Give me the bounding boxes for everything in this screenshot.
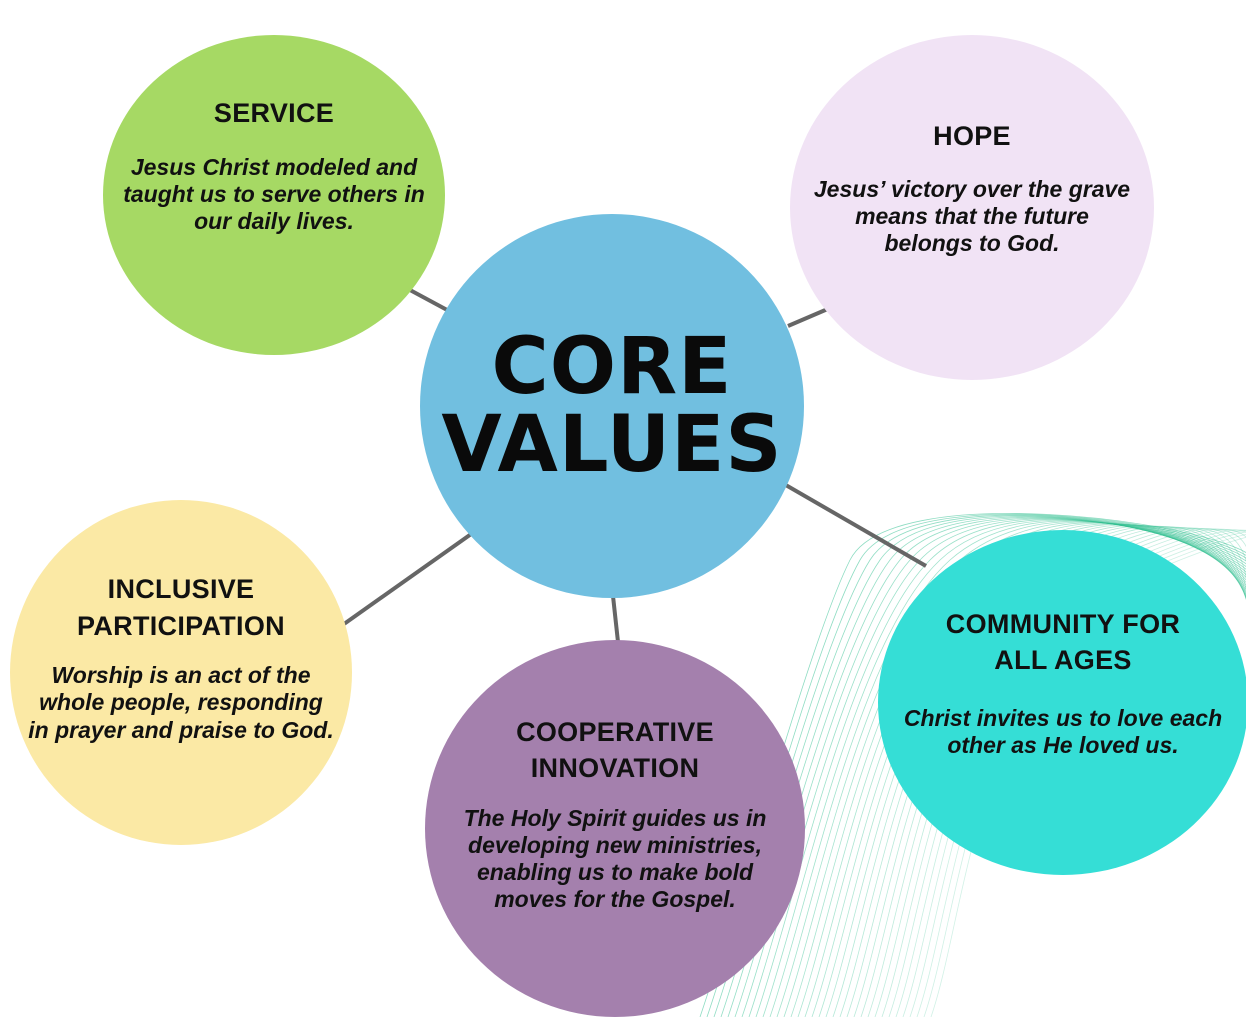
connector-inclusive	[342, 530, 476, 626]
value-circle-cooperative-innovation: COOPERATIVE INNOVATION The Holy Spirit g…	[425, 640, 805, 1017]
core-title-line2: VALUES	[441, 400, 783, 490]
wave-line	[762, 519, 1246, 1017]
value-circle-community-for-all-ages: COMMUNITY FOR ALL AGES Christ invites us…	[878, 530, 1246, 875]
value-title: HOPE	[933, 120, 1011, 151]
value-title: SERVICE	[213, 98, 335, 129]
value-title-line1: COMMUNITY FOR	[945, 608, 1181, 639]
value-title-line2: ALL AGES	[994, 645, 1132, 676]
value-title-line2: PARTICIPATION	[77, 610, 285, 641]
value-circle-hope: HOPE Jesus’ victory over the grave means…	[790, 35, 1154, 380]
value-description: The Holy Spirit guides us in developing …	[463, 804, 767, 913]
value-circle-inclusive-participation: INCLUSIVE PARTICIPATION Worship is an ac…	[10, 500, 352, 845]
value-circle-service: SERVICE Jesus Christ modeled and taught …	[103, 35, 445, 355]
connector-cooperative	[611, 595, 620, 643]
value-title-line2: INNOVATION	[530, 753, 700, 784]
core-title-line1: CORE	[491, 322, 733, 412]
value-description: Jesus Christ modeled and taught us to se…	[123, 153, 425, 234]
value-title-line1: COOPERATIVE	[516, 716, 714, 747]
connector-community	[782, 482, 928, 568]
value-description: Worship is an act of the whole people, r…	[28, 662, 334, 743]
wave-line	[769, 520, 1246, 1017]
value-description: Jesus’ victory over the grave means that…	[813, 176, 1131, 257]
value-description: Christ invites us to love each other as …	[903, 704, 1223, 758]
value-title-line1: INCLUSIVE	[107, 574, 255, 605]
core-values-circle: CORE VALUES	[420, 214, 804, 598]
connector-hope	[787, 306, 831, 328]
